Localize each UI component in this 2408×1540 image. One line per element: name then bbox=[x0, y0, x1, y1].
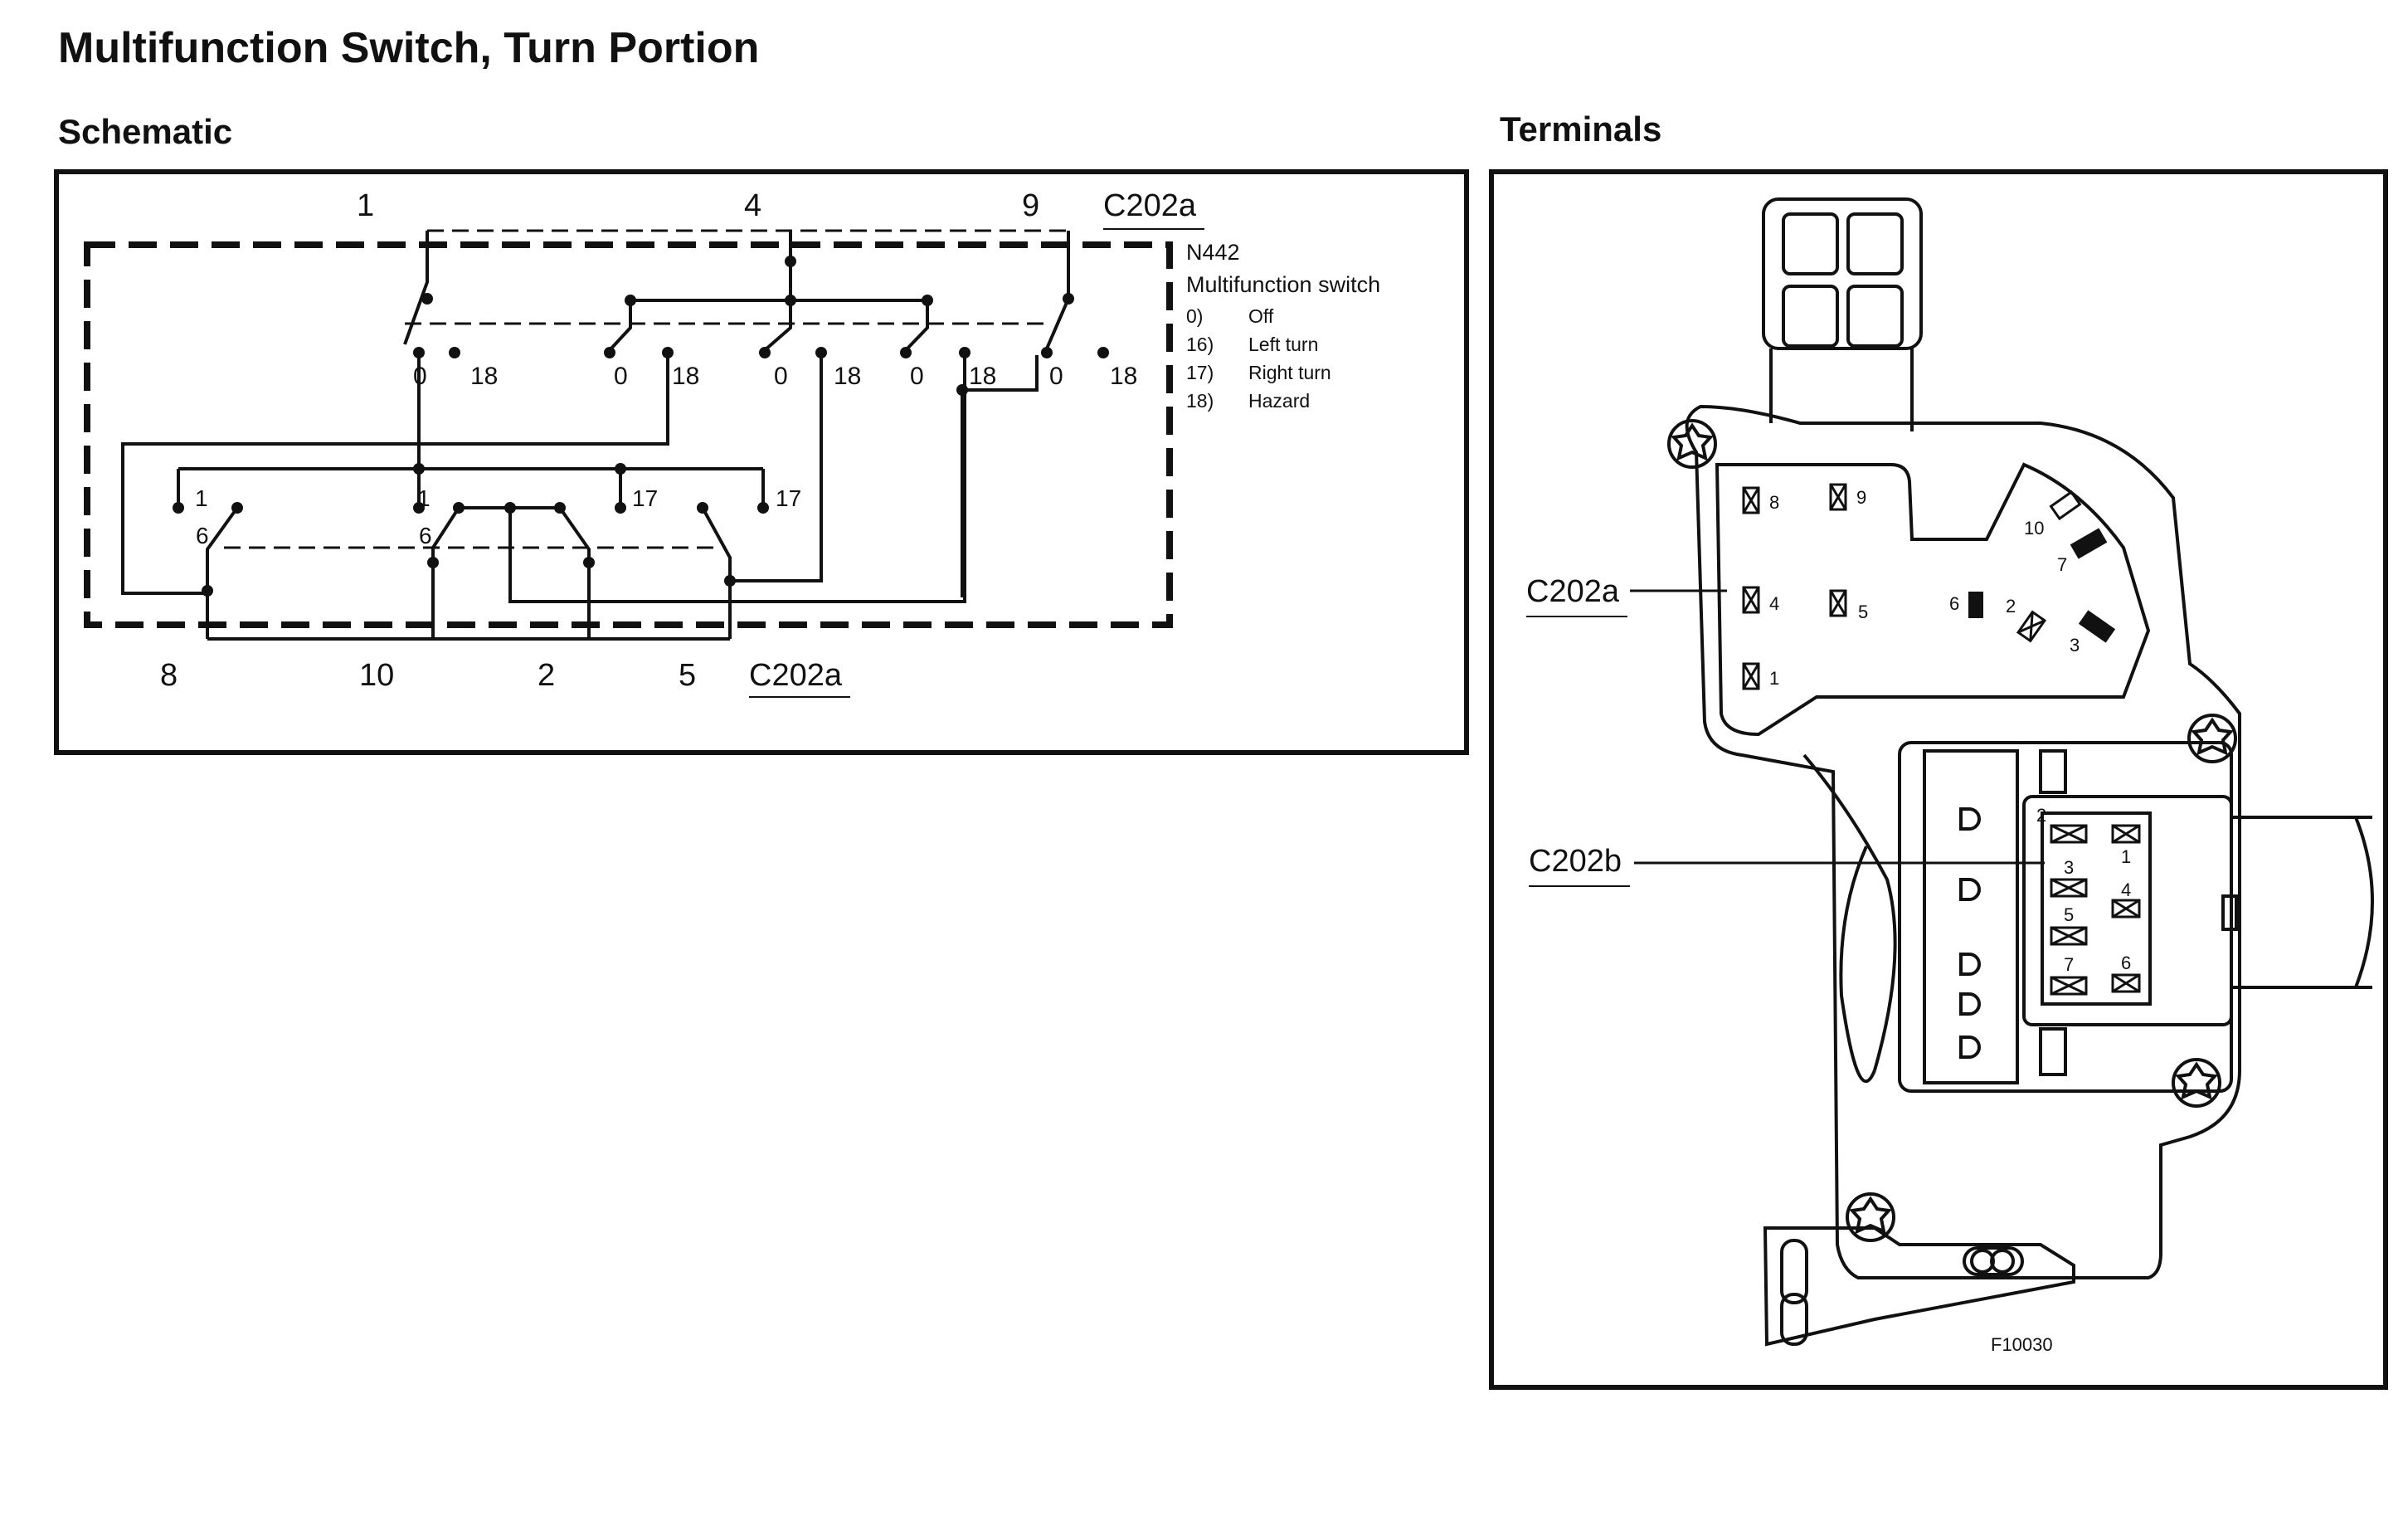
contact-label: 6 bbox=[196, 523, 209, 548]
pin-label: 7 bbox=[2057, 554, 2067, 575]
legend-text: Hazard bbox=[1248, 390, 1310, 412]
schematic-heading: Schematic bbox=[58, 112, 233, 151]
wire bbox=[763, 300, 792, 352]
contact-label: 0 bbox=[413, 363, 427, 390]
contact-label: 0 bbox=[910, 363, 924, 390]
contact-label: 1 bbox=[417, 485, 431, 511]
connector-top-label: C202a bbox=[1103, 188, 1197, 223]
schematic-panel: 1 4 9 C202a N442 Multifunction switch 0)… bbox=[54, 169, 1469, 755]
contact-label: 0 bbox=[1049, 363, 1063, 390]
component-id: N442 bbox=[1186, 240, 1240, 265]
legend-text: Left turn bbox=[1248, 334, 1318, 355]
c202a-pins: 8 9 4 5 1 10 7 6 2 3 bbox=[1742, 483, 2116, 690]
connector-a-callout: C202a bbox=[1526, 574, 1620, 609]
lower-contact-labels: 1 6 1 6 17 17 bbox=[195, 485, 801, 548]
wire bbox=[508, 355, 966, 603]
top-pin-9: 9 bbox=[1022, 188, 1039, 223]
terminals-panel: 8 9 4 5 1 10 7 6 2 3 bbox=[1489, 169, 2388, 1390]
pin-label: 4 bbox=[2121, 880, 2131, 900]
terminals-frame bbox=[1489, 169, 2388, 1390]
figure-id: F10030 bbox=[1991, 1334, 2053, 1355]
pin-label: 1 bbox=[2121, 846, 2131, 867]
pin-label: 10 bbox=[2024, 518, 2044, 539]
contact-label: 0 bbox=[614, 363, 628, 390]
legend: 0) Off 16) Left turn 17) Right turn 18) … bbox=[1186, 305, 1331, 412]
bottom-pin-8: 8 bbox=[160, 658, 178, 693]
page-title: Multifunction Switch, Turn Portion bbox=[58, 24, 760, 72]
bottom-pin-10: 10 bbox=[359, 658, 394, 693]
contact-label: 17 bbox=[776, 485, 801, 511]
contact-label: 18 bbox=[834, 363, 861, 390]
component-boundary bbox=[84, 241, 1173, 628]
legend-key: 17) bbox=[1186, 362, 1214, 383]
schematic-wiring bbox=[121, 231, 1070, 641]
legend-text: Off bbox=[1248, 305, 1274, 327]
top-pin-4: 4 bbox=[744, 188, 761, 223]
connector-bottom-label: C202a bbox=[749, 658, 843, 693]
contact-label: 1 bbox=[195, 485, 208, 511]
wire bbox=[961, 355, 1039, 597]
pin-label: 7 bbox=[2064, 954, 2074, 975]
contact-label: 18 bbox=[969, 363, 996, 390]
contact-label: 0 bbox=[774, 363, 788, 390]
pin-label: 3 bbox=[2070, 635, 2080, 655]
pin-label: 6 bbox=[1949, 593, 1959, 614]
c202b-pins: 2 1 3 4 5 7 6 bbox=[2036, 805, 2141, 996]
contact-label: 18 bbox=[672, 363, 699, 390]
screws bbox=[1667, 419, 2237, 1242]
pin-label: 3 bbox=[2064, 857, 2074, 878]
bottom-pin-5: 5 bbox=[679, 658, 696, 693]
pin-label: 8 bbox=[1769, 492, 1779, 513]
legend-key: 0) bbox=[1186, 305, 1203, 327]
pin-label: 5 bbox=[2064, 904, 2074, 925]
wire bbox=[1045, 231, 1070, 349]
pin-label: 9 bbox=[1856, 487, 1866, 508]
terminals-heading: Terminals bbox=[1500, 110, 1662, 149]
pin-label: 5 bbox=[1858, 602, 1868, 622]
bottom-pin-2: 2 bbox=[538, 658, 555, 693]
contact-label: 18 bbox=[1110, 363, 1137, 390]
schematic-frame bbox=[54, 169, 1469, 755]
wire bbox=[121, 355, 669, 595]
wire bbox=[206, 506, 239, 593]
pin-label: 2 bbox=[2006, 596, 2016, 616]
connector-b-callout: C202b bbox=[1529, 844, 1622, 879]
contact-label: 18 bbox=[470, 363, 498, 390]
pin-label: 2 bbox=[2036, 805, 2046, 826]
switch-housing bbox=[1685, 197, 2374, 1347]
legend-key: 18) bbox=[1186, 390, 1214, 412]
pin-label: 1 bbox=[1769, 668, 1779, 689]
contact-label: 17 bbox=[632, 485, 658, 511]
wire bbox=[727, 355, 823, 582]
junction-dots bbox=[173, 256, 1109, 597]
wire bbox=[701, 507, 732, 581]
legend-text: Right turn bbox=[1248, 362, 1331, 383]
contact-label: 6 bbox=[419, 523, 432, 548]
wire bbox=[608, 300, 632, 352]
top-pin-1: 1 bbox=[357, 188, 374, 223]
mechanical-links bbox=[224, 229, 1068, 549]
wire bbox=[904, 300, 929, 352]
upper-contact-labels: 0 18 0 18 0 18 0 18 0 18 bbox=[413, 363, 1137, 390]
pin-label: 4 bbox=[1769, 593, 1779, 614]
pin-label: 6 bbox=[2121, 953, 2131, 973]
component-name: Multifunction switch bbox=[1186, 272, 1380, 297]
legend-key: 16) bbox=[1186, 334, 1214, 355]
